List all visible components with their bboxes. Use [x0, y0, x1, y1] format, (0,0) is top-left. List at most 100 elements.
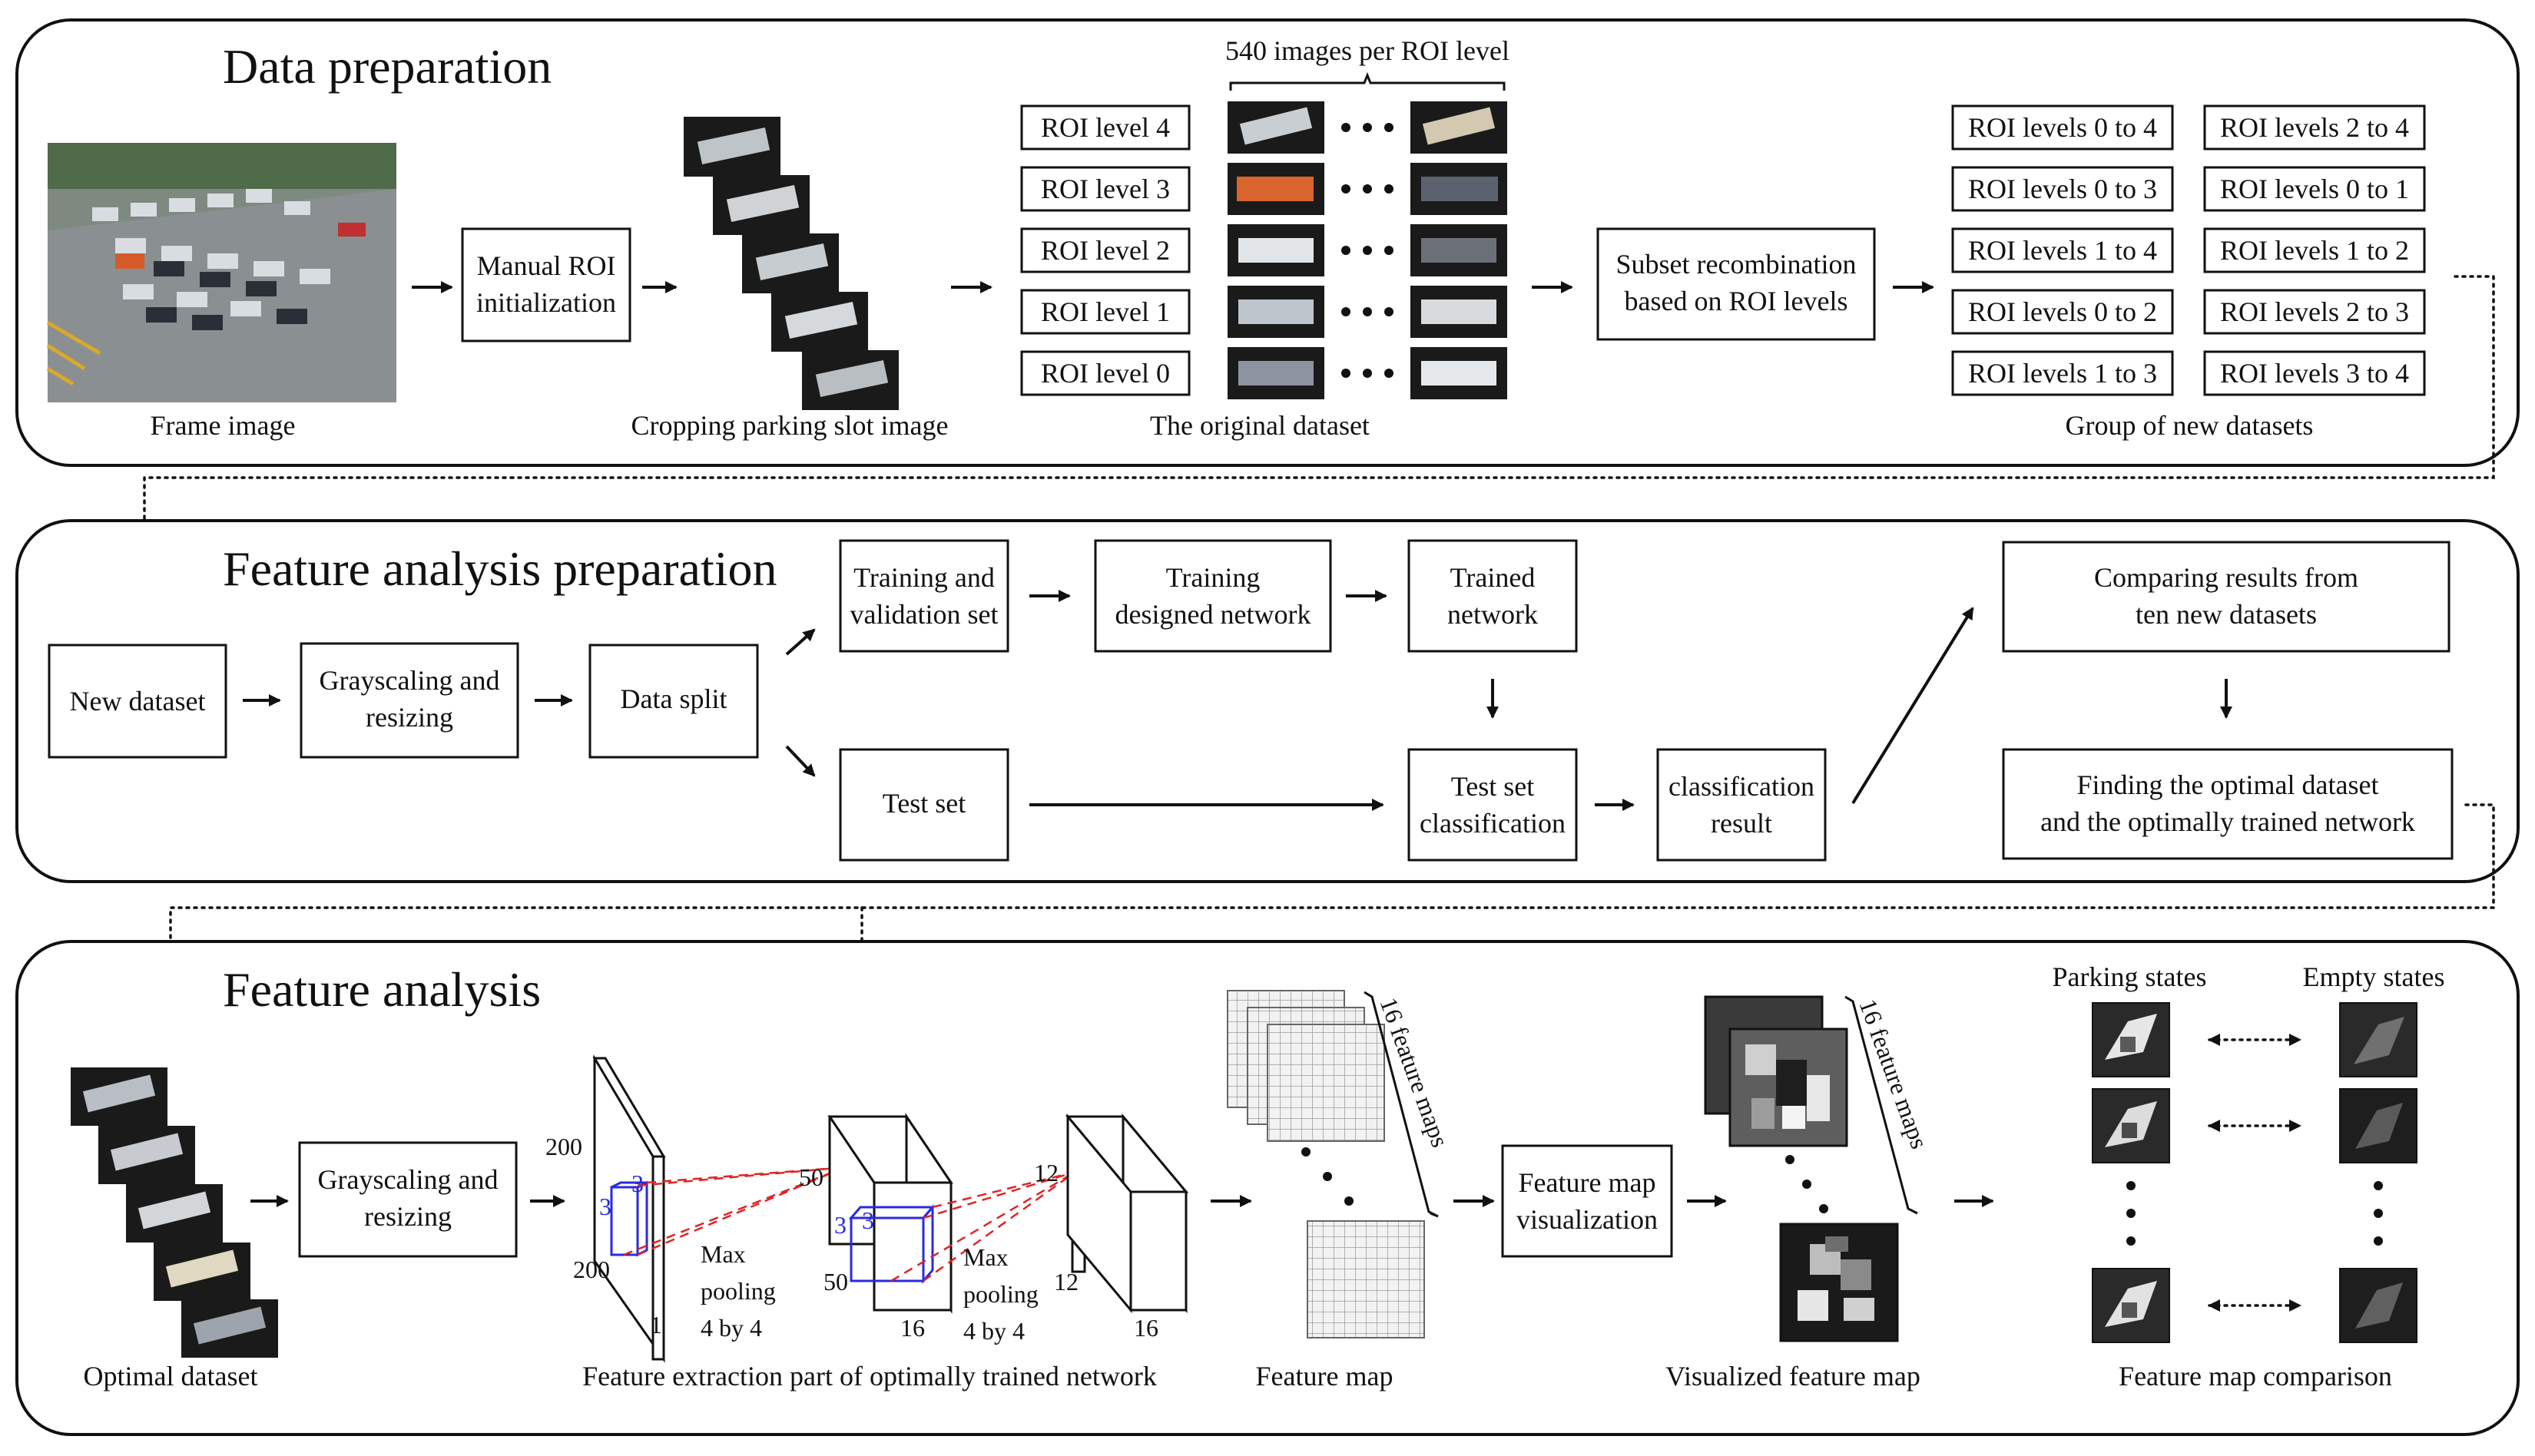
visualization-line1: Feature map [1519, 1167, 1656, 1198]
feature-analysis-title: Feature analysis [223, 962, 541, 1017]
visualized-brace [1844, 995, 1918, 1215]
trained-network-box [1407, 539, 1578, 653]
new-dataset-r4c2: ROI levels 2 to 3 [2220, 296, 2409, 327]
new-dataset-r3c1: ROI levels 1 to 4 [1968, 235, 2157, 266]
feature-map-caption: Feature map [1256, 1361, 1393, 1391]
layer1-kernel-h: 3 [599, 1193, 611, 1220]
roi-level-3-box [1020, 166, 1191, 212]
new-dataset-r4c1: ROI levels 0 to 2 [1968, 296, 2157, 327]
manual-roi-line2: initialization [476, 287, 616, 318]
test-classification-line1: Test set [1451, 771, 1534, 802]
new-dataset-label: New dataset [70, 686, 206, 716]
input-layer-volume [592, 1054, 666, 1363]
layer1-kernel-w: 3 [631, 1170, 644, 1197]
classification-result-box [1656, 748, 1827, 862]
pool1-line1: Max [701, 1240, 746, 1268]
roi-level-0-box [1020, 350, 1191, 396]
original-dataset-caption: The original dataset [1150, 410, 1370, 441]
data-preparation-title: Data preparation [223, 39, 552, 94]
conv2-layer-volume [1065, 1113, 1189, 1314]
training-validation-box [839, 539, 1009, 653]
manual-roi-line1: Manual ROI [477, 250, 616, 281]
feature-map-brace [1364, 991, 1439, 1218]
layer2-kernel-h: 3 [834, 1211, 847, 1239]
new-dataset-r5c2: ROI levels 3 to 4 [2220, 358, 2409, 389]
roi-level-2-label: ROI level 2 [1041, 235, 1170, 266]
new-dataset-r1c1: ROI levels 0 to 4 [1968, 112, 2157, 143]
new-dataset-box [48, 644, 227, 759]
feature-map-stack [1227, 990, 1425, 1339]
test-set-classification-box [1407, 748, 1578, 862]
pool2-line2: pooling [963, 1280, 1039, 1308]
new-dataset-r2c1: ROI levels 0 to 3 [1968, 174, 2157, 204]
grayscale-prep-line2: resizing [366, 702, 453, 733]
trained-network-line1: Trained [1450, 562, 1536, 593]
test-classification-line2: classification [1420, 808, 1566, 839]
finding-optimal-box [2002, 748, 2454, 860]
layer2-height: 50 [799, 1163, 823, 1191]
training-network-line2: designed network [1115, 599, 1311, 630]
finding-optimal-line2: and the optimally trained network [2040, 806, 2415, 837]
conv1-layer-volume [827, 1113, 953, 1314]
visualized-feature-map-stack [1704, 995, 1899, 1342]
roi-level-rows: ROI level 4 ROI level 3 ROI level 2 ROI … [1020, 104, 1191, 396]
new-datasets-grid: ROI levels 0 to 4 ROI levels 2 to 4 ROI … [1951, 104, 2426, 396]
new-dataset-r2c2: ROI levels 0 to 1 [2220, 174, 2409, 204]
training-network-box [1094, 539, 1332, 653]
frame-image [46, 143, 396, 402]
layer3-height: 12 [1034, 1159, 1059, 1186]
layer3-depth: 16 [1134, 1314, 1158, 1342]
roi-level-1-box [1020, 289, 1191, 335]
roi-level-1-label: ROI level 1 [1041, 296, 1170, 327]
grayscale-analysis-line1: Grayscaling and [318, 1164, 499, 1195]
layer3-width: 12 [1054, 1268, 1079, 1296]
images-per-roi-label: 540 images per ROI level [1225, 35, 1509, 66]
training-validation-line1: Training and [853, 562, 995, 593]
layer1-height: 200 [545, 1133, 582, 1160]
new-datasets-caption: Group of new datasets [2066, 410, 2314, 441]
roi-sample-thumbnails [1228, 101, 1507, 399]
feature-prep-title: Feature analysis preparation [223, 541, 777, 596]
roi-level-0-label: ROI level 0 [1041, 358, 1170, 389]
empty-states-label: Empty states [2303, 961, 2445, 992]
optimal-dataset-images [71, 1067, 278, 1358]
data-split-box [588, 644, 759, 759]
comparing-line2: ten new datasets [2136, 599, 2317, 630]
layer1-width: 200 [573, 1256, 610, 1283]
feature-analysis-preparation-panel: Feature analysis preparation New dataset… [15, 519, 2520, 883]
grayscale-prep-line1: Grayscaling and [320, 665, 500, 696]
subset-recombination-box [1596, 227, 1876, 341]
new-dataset-r5c1: ROI levels 1 to 3 [1968, 358, 2157, 389]
roi-level-2-box [1020, 227, 1191, 273]
grayscale-box-analysis [298, 1141, 518, 1258]
trained-network-line2: network [1447, 599, 1538, 630]
comparison-thumbnails [2092, 1002, 2417, 1343]
comparing-results-box [2002, 541, 2450, 653]
feature-map-visualization-box [1501, 1144, 1673, 1258]
finding-optimal-line1: Finding the optimal dataset [2077, 769, 2379, 800]
new-dataset-r1c2: ROI levels 2 to 4 [2220, 112, 2409, 143]
frame-image-caption: Frame image [151, 410, 296, 441]
layer1-depth: 1 [650, 1311, 662, 1339]
training-network-line1: Training [1166, 562, 1261, 593]
test-set-label: Test set [883, 788, 966, 819]
test-set-box [839, 748, 1009, 862]
roi-ellipsis-dots [1341, 123, 1393, 378]
layer2-kernel-w: 3 [862, 1206, 874, 1234]
visualized-caption: Visualized feature map [1665, 1361, 1920, 1391]
subset-line1: Subset recombination [1616, 249, 1857, 280]
feature-prep-frame [15, 519, 2520, 883]
comparison-caption: Feature map comparison [2119, 1361, 2392, 1391]
training-validation-line2: validation set [850, 599, 999, 630]
classification-result-line2: result [1711, 808, 1772, 839]
cropping-caption: Cropping parking slot image [631, 410, 949, 441]
network-caption: Feature extraction part of optimally tra… [582, 1361, 1157, 1391]
comparison-arrows [2208, 1034, 2301, 1312]
grayscale-box-prep [300, 642, 519, 759]
new-dataset-r3c2: ROI levels 1 to 2 [2220, 235, 2409, 266]
roi-level-4-label: ROI level 4 [1041, 112, 1170, 143]
optimal-dataset-caption: Optimal dataset [84, 1361, 258, 1391]
manual-roi-box [461, 227, 631, 342]
roi-level-4-box [1020, 104, 1191, 151]
